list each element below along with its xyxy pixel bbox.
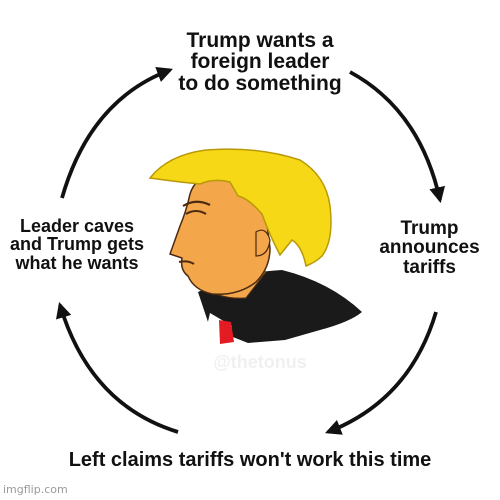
eye [185, 210, 207, 215]
cycle-step-right-line-2: announces [379, 237, 480, 259]
cycle-step-left: Leader caves and Trump gets what he want… [2, 217, 152, 272]
cycle-step-top-line-2: foreign leader [190, 50, 330, 74]
arrow-bottom-right [325, 311, 438, 435]
cycle-step-top: Trump wants a foreign leader to do somet… [150, 29, 370, 95]
arrow-bottom-left [56, 301, 179, 434]
hair [148, 148, 332, 268]
imgflip-credit: imgflip.com [3, 483, 68, 496]
trump-wojak-illustration [148, 148, 362, 344]
face [169, 173, 271, 295]
cycle-step-right-line-3: tariffs [403, 256, 456, 278]
ear [255, 229, 271, 257]
cycle-step-top-line-1: Trump wants a [186, 29, 334, 52]
arrow-top-right [349, 70, 446, 204]
cycle-step-right: Trump announces tariffs [362, 218, 497, 278]
arrow-top-left [60, 67, 173, 199]
watermark-text: @thetonus [213, 352, 307, 372]
cycle-step-left-line-1: Leader caves [19, 216, 135, 236]
cycle-step-bottom: Left claims tariffs won't work this time [68, 449, 432, 471]
cycle-step-left-line-2: and Trump gets [9, 234, 144, 255]
tie [219, 320, 234, 344]
mouth [178, 260, 195, 265]
cycle-step-top-line-3: to do something [178, 71, 342, 95]
cycle-step-right-line-1: Trump [400, 218, 459, 239]
brow [182, 200, 211, 207]
cycle-step-left-line-3: what he wants [15, 252, 139, 273]
